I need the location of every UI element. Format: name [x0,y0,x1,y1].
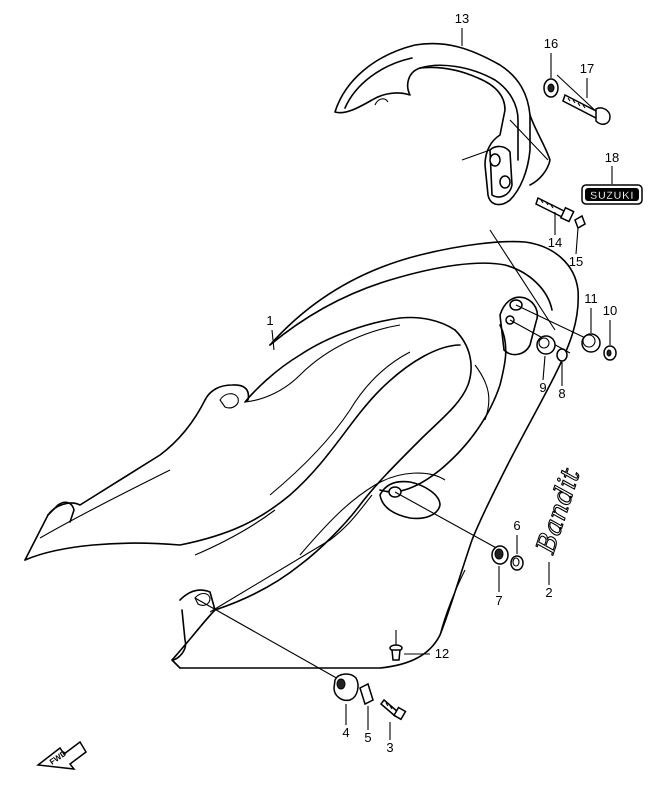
seat-tail-cover [24,240,580,669]
part-7-grommet [491,545,509,565]
callout-10: 10 [603,303,617,318]
part-15-nut [574,214,586,230]
callout-2: 2 [545,585,552,600]
callout-8: 8 [558,386,565,401]
suzuki-emblem: SUZUKI [581,184,643,205]
grab-rail [334,42,551,206]
callout-16: 16 [544,36,558,51]
callout-14: 14 [548,235,562,250]
emblem-text: SUZUKI [590,190,634,202]
callout-5: 5 [364,730,371,745]
callout-9: 9 [539,380,546,395]
part-11-grommet [581,333,601,353]
callout-18: 18 [605,150,619,165]
script-logo-text: Bandit [531,465,587,558]
part-9-grommet [536,335,556,355]
callout-1: 1 [266,313,273,328]
leader-lines [194,74,601,681]
part-3-bolt [379,698,407,721]
part-4-grommet [333,673,359,702]
part-16-washer [543,78,559,98]
callout-15: 15 [569,254,583,269]
part-8-collar [556,348,568,362]
callout-4: 4 [342,725,349,740]
callout-13: 13 [455,11,469,26]
callout-3: 3 [386,740,393,755]
part-12-screw [389,644,403,661]
callout-7: 7 [495,593,502,608]
part-6-collar [510,555,524,571]
part-5-collar [359,682,374,706]
part-17-bolt [562,93,611,125]
part-14-bolt [535,196,575,223]
callout-12: 12 [435,646,449,661]
callout-17: 17 [580,61,594,76]
fwd-arrow-icon: FWD [36,740,87,770]
callout-labels: 1 2 3 4 5 6 7 8 9 10 11 12 13 14 15 16 1… [266,11,619,755]
part-10-collar [603,345,617,361]
callout-6: 6 [513,518,520,533]
bandit-script-logo: Bandit [530,464,587,558]
callout-11: 11 [584,291,598,306]
